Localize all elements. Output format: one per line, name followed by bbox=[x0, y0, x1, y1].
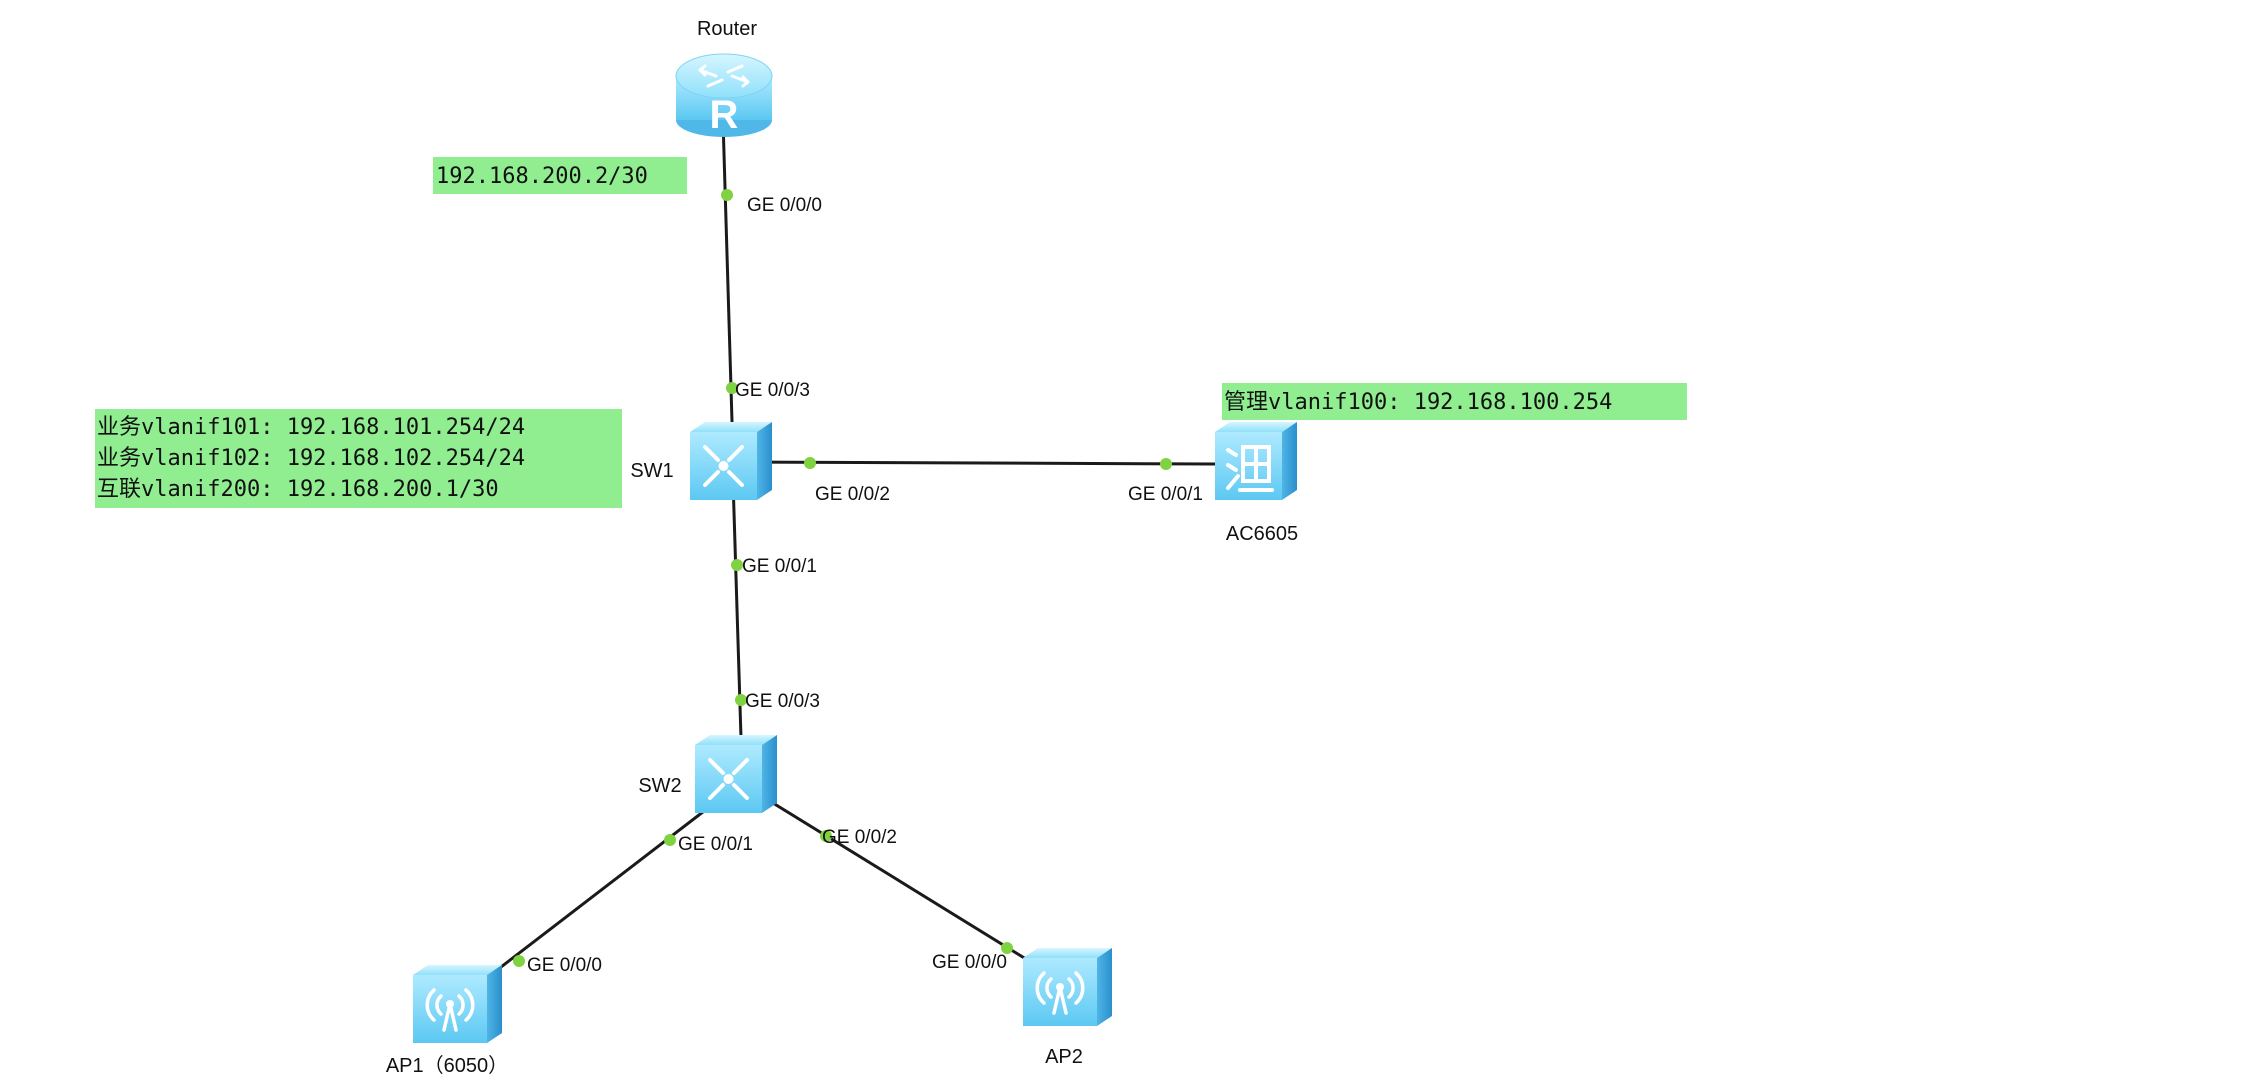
port-labels: GE 0/0/0 GE 0/0/3 GE 0/0/2 GE 0/0/1 GE 0… bbox=[527, 195, 1203, 976]
note-ac-mgmt-bg bbox=[1222, 383, 1687, 420]
note-sw1-line-3: 互联vlanif200: 192.168.200.1/30 bbox=[97, 477, 499, 502]
note-ac-mgmt: 管理vlanif100: 192.168.100.254 bbox=[1222, 383, 1687, 420]
link-router-sw1 bbox=[721, 119, 735, 456]
router-device[interactable]: R Router bbox=[675, 18, 773, 137]
port-label-sw1-ge001: GE 0/0/1 bbox=[742, 556, 817, 577]
port-label-sw2-ge003: GE 0/0/3 bbox=[745, 691, 820, 712]
ac-device[interactable]: AC6605 bbox=[1215, 422, 1298, 545]
access-point-icon bbox=[1023, 948, 1112, 1026]
switch-icon bbox=[690, 422, 772, 500]
port-label-sw1-ge003: GE 0/0/3 bbox=[735, 380, 810, 401]
port-label-router-ge000: GE 0/0/0 bbox=[747, 195, 822, 216]
ap1-label: AP1（6050） bbox=[386, 1054, 508, 1077]
access-controller-icon bbox=[1215, 422, 1297, 500]
port-dot-sw2-ge003 bbox=[735, 694, 747, 706]
port-dot-ap2-ge000 bbox=[1001, 942, 1013, 954]
switch-icon bbox=[695, 735, 777, 813]
port-dots bbox=[513, 189, 1172, 967]
svg-text:R: R bbox=[710, 93, 739, 137]
port-dot-router-ge000 bbox=[721, 189, 733, 201]
note-sw1-vlanif: 业务vlanif101: 192.168.101.254/24 业务vlanif… bbox=[95, 409, 622, 508]
note-router-ip-bg bbox=[433, 157, 687, 194]
port-label-sw2-ge001: GE 0/0/1 bbox=[678, 834, 753, 855]
sw2-label: SW2 bbox=[638, 775, 681, 797]
port-dot-sw2-ge001 bbox=[664, 834, 676, 846]
port-dot-sw1-ge001 bbox=[731, 559, 743, 571]
router-icon: R bbox=[675, 53, 773, 137]
port-dot-ac-ge001 bbox=[1160, 458, 1172, 470]
port-dot-sw2-ge002 bbox=[820, 830, 832, 842]
router-label: Router bbox=[697, 18, 757, 40]
note-router-ip-text: 192.168.200.2/30 bbox=[436, 164, 648, 189]
note-ac-mgmt-text: 管理vlanif100: 192.168.100.254 bbox=[1224, 390, 1612, 415]
ac-label: AC6605 bbox=[1226, 523, 1298, 545]
note-sw1-vlanif-bg bbox=[95, 409, 622, 508]
sw1-device[interactable]: SW1 bbox=[630, 422, 772, 500]
port-dot-ap1-ge000 bbox=[513, 955, 525, 967]
link-sw1-sw2 bbox=[731, 479, 744, 771]
note-router-ip: 192.168.200.2/30 bbox=[433, 157, 687, 194]
ap1-device[interactable]: AP1（6050） bbox=[386, 965, 508, 1077]
port-dot-sw1-ge002 bbox=[804, 457, 816, 469]
port-label-ap1-ge000: GE 0/0/0 bbox=[527, 955, 602, 976]
port-label-ap2-ge000: GE 0/0/0 bbox=[932, 952, 1007, 973]
port-dot-sw1-ge003 bbox=[726, 382, 738, 394]
sw1-label: SW1 bbox=[630, 460, 673, 482]
ap2-label: AP2 bbox=[1045, 1046, 1083, 1068]
ap2-device[interactable]: AP2 bbox=[1023, 948, 1112, 1068]
port-label-ac-ge001: GE 0/0/1 bbox=[1128, 484, 1203, 505]
note-sw1-line-1: 业务vlanif101: 192.168.101.254/24 bbox=[97, 415, 525, 440]
note-sw1-line-2: 业务vlanif102: 192.168.102.254/24 bbox=[97, 446, 525, 471]
sw2-device[interactable]: SW2 bbox=[638, 735, 777, 813]
port-label-sw2-ge002: GE 0/0/2 bbox=[822, 827, 897, 848]
access-point-icon bbox=[413, 965, 502, 1043]
link-sw2-ap2 bbox=[759, 793, 1061, 982]
links bbox=[444, 119, 1216, 1012]
port-label-sw1-ge002: GE 0/0/2 bbox=[815, 484, 890, 505]
